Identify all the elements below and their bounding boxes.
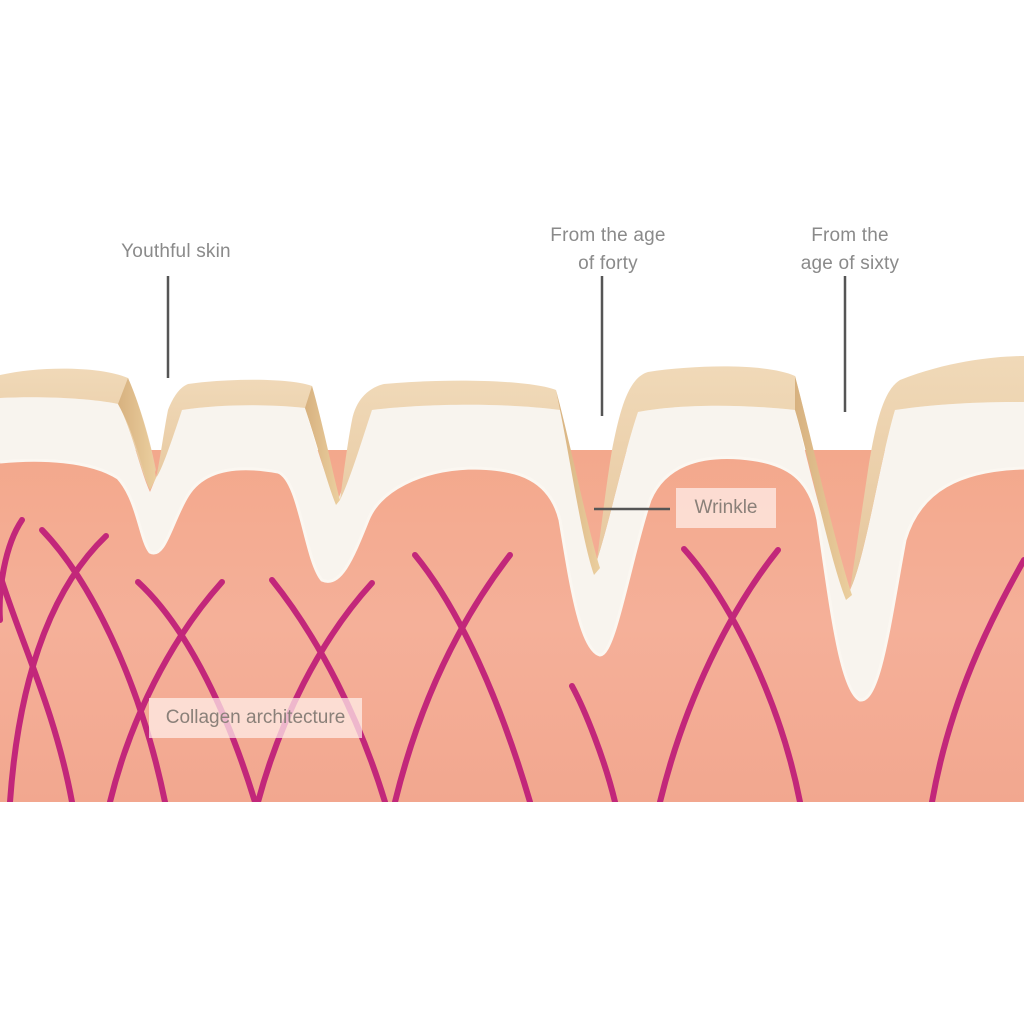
label-age-sixty-line1: From the bbox=[811, 225, 889, 246]
collagen-fiber bbox=[657, 547, 781, 802]
collagen-fiber bbox=[392, 552, 513, 802]
collagen-fiber bbox=[569, 683, 618, 802]
collagen-fiber bbox=[269, 577, 388, 802]
collagen-fiber bbox=[929, 557, 1024, 802]
collagen-fiber bbox=[0, 572, 75, 802]
skin-surface-segment bbox=[0, 368, 156, 490]
label-youthful-skin: Youthful skin bbox=[96, 238, 256, 266]
collagen-fiber bbox=[681, 546, 803, 802]
label-age-forty-line2: of forty bbox=[578, 253, 638, 274]
collagen-fiber bbox=[7, 533, 109, 802]
collagen-fiber bbox=[255, 580, 375, 802]
collagen-fibers bbox=[0, 517, 1024, 802]
label-age-forty-line1: From the age bbox=[550, 225, 666, 246]
leader-lines bbox=[166, 276, 847, 511]
collagen-fiber bbox=[107, 579, 225, 802]
label-age-sixty: From the age of sixty bbox=[770, 222, 930, 278]
label-age-forty: From the age of forty bbox=[518, 222, 698, 278]
label-collagen-architecture: Collagen architecture bbox=[149, 698, 362, 738]
label-youthful-skin-text: Youthful skin bbox=[121, 241, 231, 262]
skin-surface-segment bbox=[850, 356, 1024, 590]
skin-surface-segment bbox=[156, 379, 338, 500]
epidermis-inner-edge bbox=[0, 456, 1024, 702]
epidermis-layer bbox=[0, 397, 1024, 701]
collagen-fiber bbox=[39, 527, 168, 802]
collagen-fiber bbox=[135, 579, 258, 802]
collagen-fiber bbox=[412, 552, 533, 802]
skin-surface-segment bbox=[340, 380, 597, 560]
label-age-sixty-line2: age of sixty bbox=[800, 253, 900, 274]
collagen-fiber bbox=[0, 517, 25, 623]
label-wrinkle: Wrinkle bbox=[676, 488, 776, 528]
